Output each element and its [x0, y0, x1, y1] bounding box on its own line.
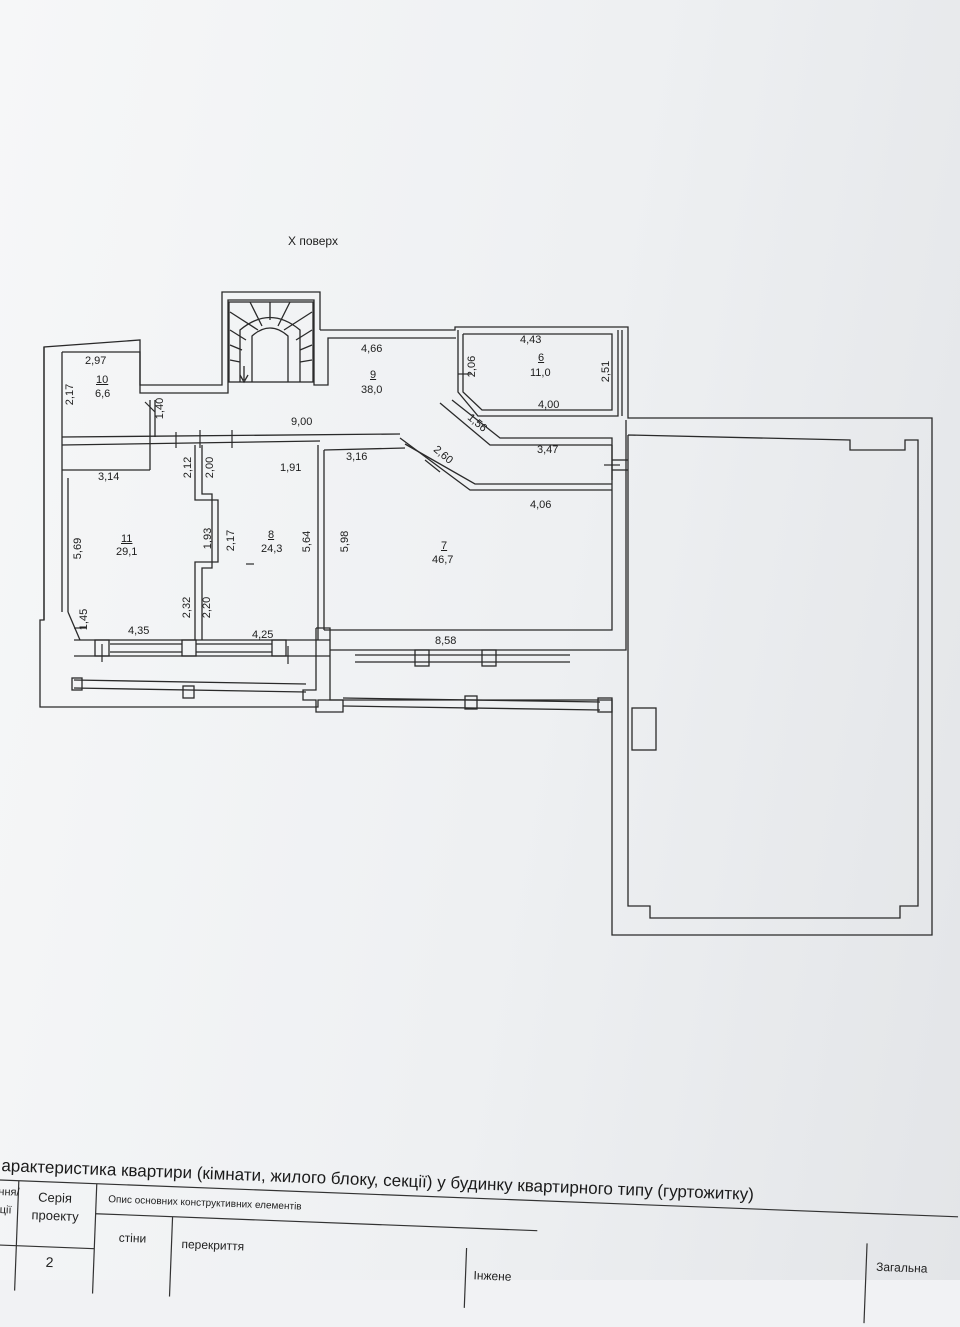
room-area-10: 6,6: [95, 388, 111, 400]
dim-2-12: 2,12: [182, 456, 195, 479]
dim-1-93: 1,93: [202, 527, 215, 550]
floor-title: X поверх: [288, 234, 338, 248]
dim-4-43: 4,43: [520, 334, 542, 346]
dim-3-14: 3,14: [98, 471, 120, 483]
room-6-wall: [457, 330, 619, 417]
col-a-bottom: ції: [0, 1204, 12, 1217]
room-7-wall: [324, 495, 613, 631]
stair-well: [228, 301, 314, 383]
dim-8-58: 8,58: [435, 635, 457, 647]
dim-4-06: 4,06: [530, 499, 552, 511]
room-area-7: 46,7: [432, 554, 454, 566]
dim-2-17-mid: 2,17: [225, 529, 238, 552]
room-area-6: 11,0: [530, 367, 551, 379]
partition-11-8: [194, 445, 219, 640]
dim-3-16: 3,16: [346, 451, 368, 463]
dim-2-32: 2,32: [181, 596, 194, 619]
dim-1-40: 1,40: [154, 397, 167, 420]
dim-9-00: 9,00: [291, 416, 313, 428]
dim-5-64: 5,64: [301, 530, 314, 553]
dim-4-00: 4,00: [538, 399, 560, 411]
dim-3-47: 3,47: [537, 444, 559, 456]
stair-steps: [239, 317, 301, 382]
col-ceilings: перекриття: [181, 1237, 245, 1254]
col-total: Загальна: [875, 1259, 928, 1276]
room-area-8: 24,3: [261, 543, 283, 555]
dim-1-91: 1,91: [280, 462, 302, 474]
room-area-11: 29,1: [116, 546, 138, 558]
col-engineering: Інжене: [473, 1268, 512, 1284]
dim-5-98: 5,98: [339, 530, 352, 553]
col-series-2: проекту: [31, 1207, 79, 1225]
room-number-11: 11: [121, 533, 133, 545]
title-block: арактеристика квартири (кімнати, жилого …: [0, 1150, 959, 1327]
title-block-grid: [0, 1179, 959, 1324]
col-walls: стіни: [118, 1230, 147, 1246]
dim-2-51: 2,51: [600, 360, 613, 383]
outer-wall: [39, 291, 933, 936]
col-series: Серія: [37, 1189, 73, 1206]
dim-2-06: 2,06: [466, 355, 479, 378]
room-number-9: 9: [370, 369, 377, 381]
dim-5-69: 5,69: [72, 537, 85, 560]
room-number-10: 10: [96, 374, 109, 386]
dim-2-00: 2,00: [204, 456, 217, 479]
room-area-9: 38,0: [361, 384, 383, 396]
floor-plan-drawing: [39, 291, 933, 936]
room-number-6: 6: [538, 352, 545, 364]
dim-2-20: 2,20: [201, 596, 214, 619]
dim-4-35: 4,35: [128, 625, 150, 637]
dim-4-25: 4,25: [252, 629, 274, 641]
large-room-wall: [627, 434, 919, 919]
room-number-7: 7: [441, 540, 448, 552]
series-value: 2: [45, 1253, 54, 1271]
room-number-8: 8: [268, 529, 275, 541]
inner-wall: [62, 299, 456, 394]
room-9-wall: [451, 399, 613, 480]
dim-4-66: 4,66: [361, 343, 383, 355]
dim-2-97: 2,97: [85, 355, 107, 367]
shaft: [631, 707, 657, 751]
dim-2-17-top: 2,17: [64, 383, 77, 406]
col-a-top: ння/: [0, 1185, 20, 1199]
dim-1-45: 1,45: [78, 608, 91, 631]
